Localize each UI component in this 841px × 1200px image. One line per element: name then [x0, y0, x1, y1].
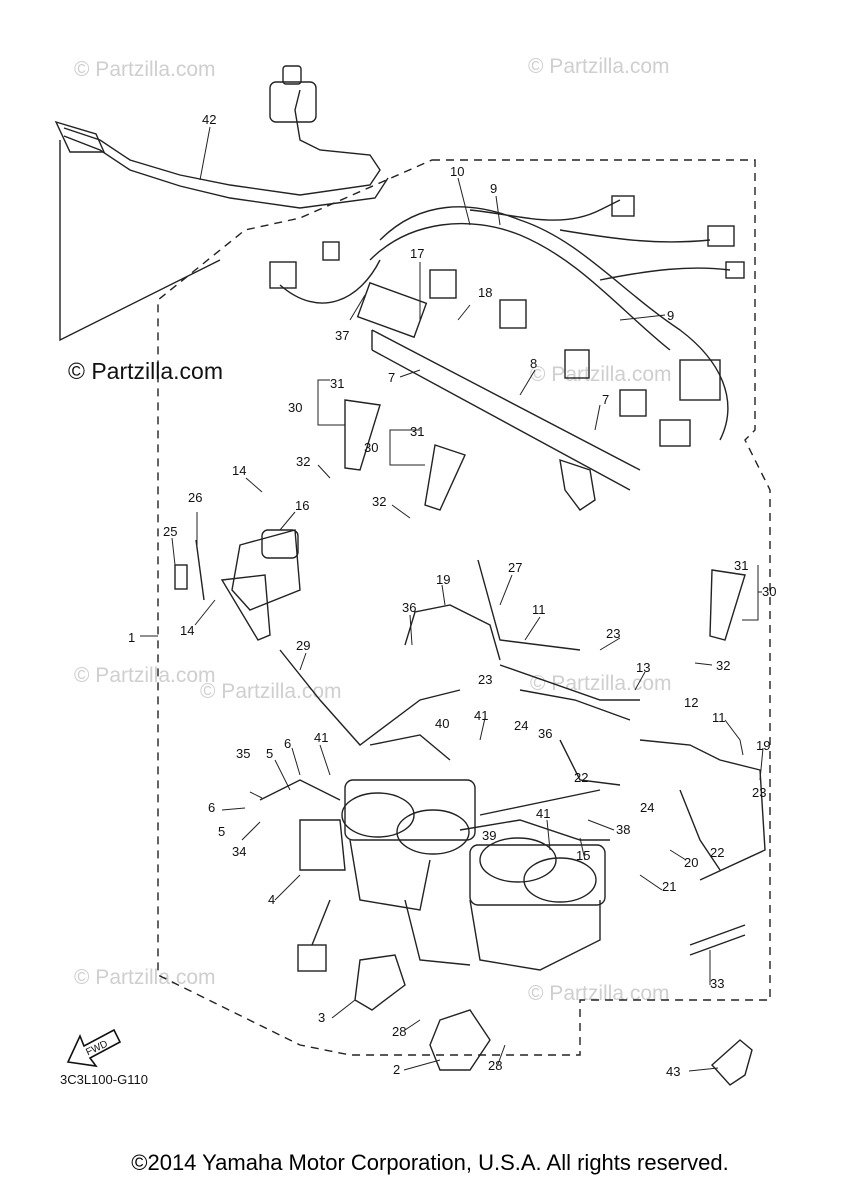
callout-label: 17	[410, 246, 424, 261]
callout-label: 37	[335, 328, 349, 343]
callout-label: 6	[208, 800, 215, 815]
callout-label: 22	[574, 770, 588, 785]
callout-label: 5	[266, 746, 273, 761]
callout-label: 42	[202, 112, 216, 127]
callout-label: 13	[636, 660, 650, 675]
callout-label: 26	[188, 490, 202, 505]
callout-label: 24	[514, 718, 528, 733]
injector-30-right	[709, 569, 746, 641]
callout-label: 41	[314, 730, 328, 745]
callout-label: 31	[734, 558, 748, 573]
callout-label: 19	[756, 738, 770, 753]
callout-label: 10	[450, 164, 464, 179]
callout-label: 11	[712, 710, 726, 725]
callout-label: 38	[616, 822, 630, 837]
callout-label: 2	[393, 1062, 400, 1077]
callout-label: 27	[508, 560, 522, 575]
callout-label: 7	[388, 370, 395, 385]
sensor-2	[429, 1009, 491, 1071]
callout-label: 23	[606, 626, 620, 641]
watermark: © Partzilla.com	[74, 664, 216, 687]
callout-label: 31	[330, 376, 344, 391]
callout-label: 21	[662, 879, 676, 894]
callout-label: 16	[295, 498, 309, 513]
fwd-arrow	[66, 1028, 122, 1068]
watermark: © Partzilla.com	[74, 58, 216, 81]
callout-label: 20	[684, 855, 698, 870]
bracket-43	[711, 1039, 753, 1086]
wire-harness-9	[269, 195, 745, 447]
callout-label: 41	[536, 806, 550, 821]
callout-label: 9	[667, 308, 674, 323]
callout-label: 36	[402, 600, 416, 615]
injector-30-middle	[424, 444, 466, 511]
callout-label: 23	[478, 672, 492, 687]
callout-label: 19	[436, 572, 450, 587]
callout-label: 14	[180, 623, 194, 638]
main-watermark: © Partzilla.com	[68, 358, 223, 384]
hose-group	[279, 559, 766, 881]
fwd-label: FWD	[84, 1039, 109, 1059]
callout-label: 22	[710, 845, 724, 860]
callout-label: 24	[640, 800, 654, 815]
callout-label: 39	[482, 828, 496, 843]
callout-label: 29	[296, 638, 310, 653]
callout-label: 40	[435, 716, 449, 731]
callout-label: 41	[474, 708, 488, 723]
callout-label: 31	[410, 424, 424, 439]
callout-label: 23	[752, 785, 766, 800]
callout-label: 12	[684, 695, 698, 710]
callout-label: 34	[232, 844, 246, 859]
connector	[297, 899, 331, 972]
watermark: © Partzilla.com	[528, 55, 670, 78]
callout-label: 1	[128, 630, 135, 645]
callout-label: 43	[666, 1064, 680, 1079]
sensor-3	[354, 954, 406, 1011]
watermark: © Partzilla.com	[74, 966, 216, 989]
callout-numbers: 42 10 9 17 18 9 37 7 8 7 31 30 31 30 32 …	[128, 112, 776, 1079]
callout-label: 36	[538, 726, 552, 741]
watermark: © Partzilla.com	[528, 982, 670, 1005]
watermark: © Partzilla.com	[200, 680, 342, 703]
wire-harness-42	[54, 65, 389, 342]
throttle-body-4	[259, 779, 606, 971]
callout-label: 32	[372, 494, 386, 509]
callout-label: 18	[478, 285, 492, 300]
callout-label: 8	[530, 356, 537, 371]
injector-30-left	[344, 399, 381, 471]
callout-label: 28	[488, 1058, 502, 1073]
callout-label: 6	[284, 736, 291, 751]
fuel-rail-8	[356, 281, 641, 511]
assembly-boundary	[157, 159, 771, 1056]
callout-label: 32	[716, 658, 730, 673]
diagram-code: 3C3L100-G110	[60, 1072, 148, 1087]
callout-label: 3	[318, 1010, 325, 1025]
callout-label: 25	[163, 524, 177, 539]
callout-label: 9	[490, 181, 497, 196]
callout-label: 30	[364, 440, 378, 455]
callout-label: 30	[762, 584, 776, 599]
leader-lines	[140, 126, 764, 1072]
copyright-notice: ©2014 Yamaha Motor Corporation, U.S.A. A…	[131, 1150, 729, 1175]
callout-label: 11	[532, 602, 546, 617]
callout-label: 14	[232, 463, 246, 478]
callout-label: 5	[218, 824, 225, 839]
callout-label: 35	[236, 746, 250, 761]
bolt-33	[689, 924, 746, 956]
watermark: © Partzilla.com	[530, 672, 672, 695]
callout-label: 28	[392, 1024, 406, 1039]
callout-label: 33	[710, 976, 724, 991]
callout-label: 4	[268, 892, 275, 907]
callout-label: 32	[296, 454, 310, 469]
callout-label: 30	[288, 400, 302, 415]
callout-label: 7	[602, 392, 609, 407]
callout-label: 15	[576, 848, 590, 863]
